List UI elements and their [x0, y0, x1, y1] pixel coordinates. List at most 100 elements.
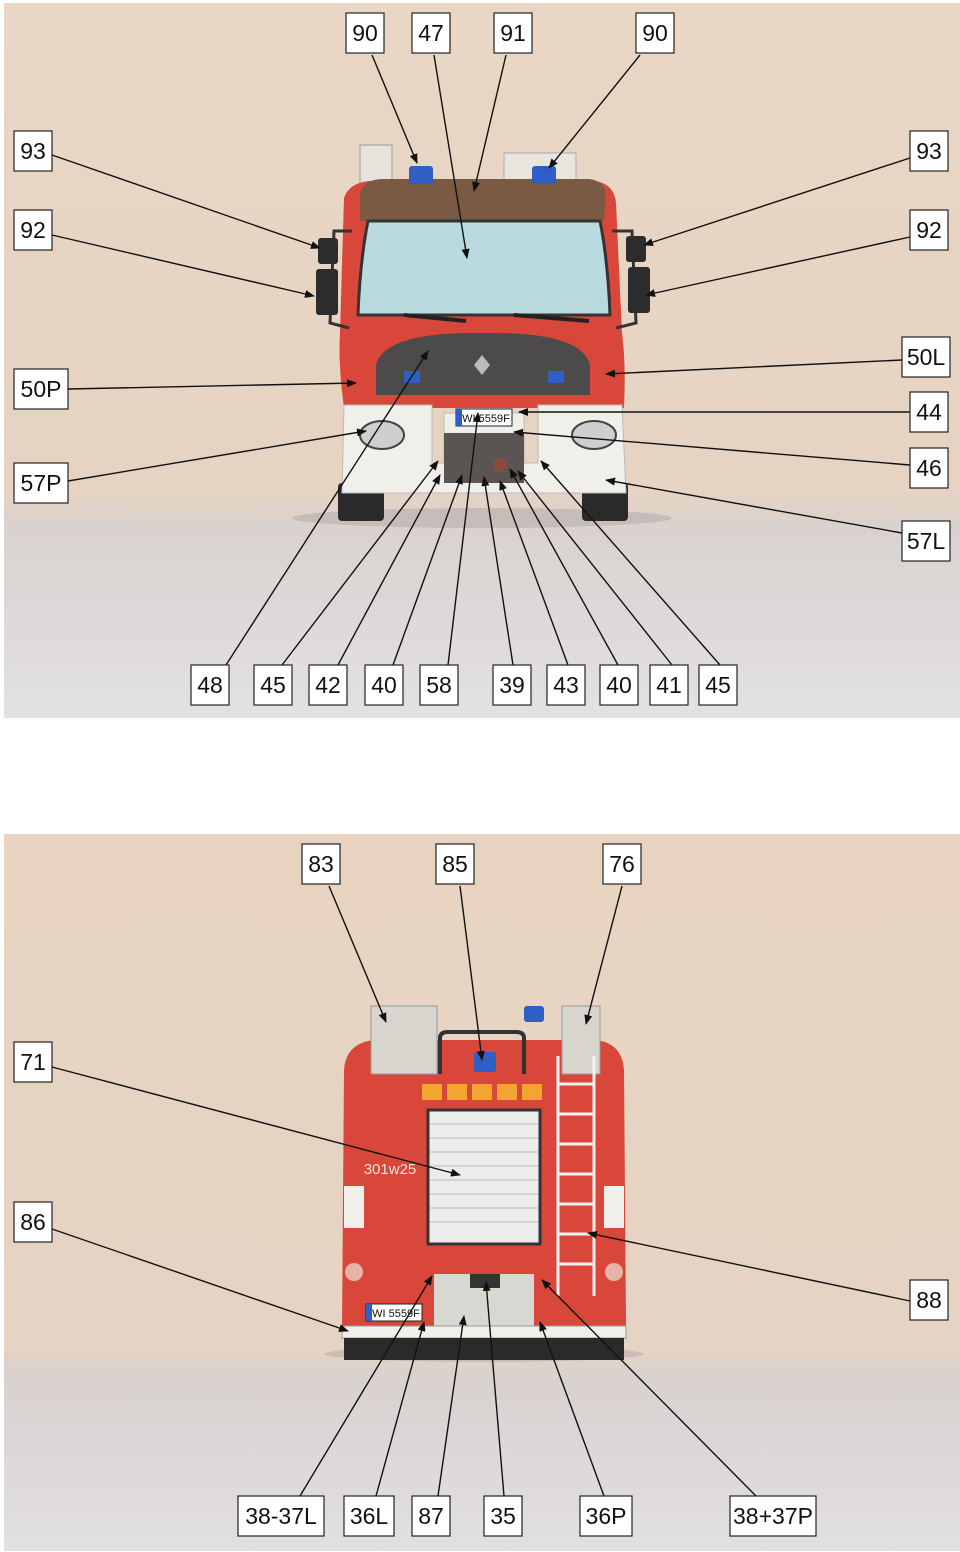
headlight-left — [359, 420, 405, 450]
callout-93-left: 93 — [13, 130, 53, 172]
callout-42: 42 — [308, 664, 348, 706]
rear-ladder — [556, 1056, 596, 1296]
callout-93-right: 93 — [909, 130, 949, 172]
rear-view-illustration: 301w25 WI 5559F — [13, 843, 949, 1537]
beacon-right — [532, 166, 556, 184]
windshield — [356, 219, 612, 317]
callout-57L-label: 57L — [907, 528, 946, 554]
callout-57P-label: 57P — [21, 470, 62, 496]
rear-callout-boxes: 83 85 76 71 86 88 38-37L 36L 87 35 36P 3… — [13, 843, 949, 1537]
left-reflector-panel — [344, 1186, 364, 1228]
callout-90-left-label: 90 — [352, 20, 378, 46]
callout-36L: 36L — [343, 1495, 395, 1537]
rear-plate-text: WI 5559F — [372, 1308, 420, 1320]
callout-38plus37P-label: 38+37P — [733, 1503, 813, 1529]
callout-48-label: 48 — [197, 672, 223, 698]
callout-36P-label: 36P — [586, 1503, 627, 1529]
callout-47-label: 47 — [418, 20, 444, 46]
callout-41: 41 — [649, 664, 689, 706]
wiper-right — [513, 313, 590, 323]
callout-90-right: 90 — [635, 12, 675, 54]
left-tail-light — [345, 1263, 363, 1281]
front-plate-text: WI 5559F — [462, 413, 510, 425]
callout-87-label: 87 — [418, 1503, 444, 1529]
blue-light-right — [548, 371, 564, 383]
callout-58: 58 — [419, 664, 459, 706]
callout-88: 88 — [909, 1279, 949, 1321]
callout-40-right-label: 40 — [606, 672, 632, 698]
callout-87: 87 — [411, 1495, 451, 1537]
callout-46-label: 46 — [916, 455, 942, 481]
callout-43-label: 43 — [553, 672, 579, 698]
callout-44-label: 44 — [916, 399, 942, 425]
rear-callout-arrows — [51, 885, 911, 1497]
rear-bumper — [341, 1325, 627, 1339]
callout-83-label: 83 — [308, 851, 334, 877]
floor-shadow — [292, 508, 672, 528]
rear-beacon — [474, 1052, 496, 1072]
callout-50P: 50P — [13, 368, 69, 410]
tow-coupling — [470, 1274, 500, 1288]
callout-88-label: 88 — [916, 1287, 942, 1313]
callout-90-right-label: 90 — [642, 20, 668, 46]
callout-45-left-label: 45 — [260, 672, 286, 698]
callout-58-label: 58 — [426, 672, 452, 698]
right-tail-light — [605, 1263, 623, 1281]
callout-91: 91 — [493, 12, 533, 54]
callout-71-label: 71 — [20, 1049, 46, 1075]
callout-45-right: 45 — [698, 664, 738, 706]
callout-39-label: 39 — [499, 672, 525, 698]
callout-57P: 57P — [13, 462, 69, 504]
shutter-slats — [430, 1123, 538, 1223]
rear-view-panel: 301w25 WI 5559F — [4, 834, 960, 1551]
callout-47: 47 — [411, 12, 451, 54]
callout-48: 48 — [190, 664, 230, 706]
mirror-lower-right — [628, 267, 650, 313]
callout-39: 39 — [492, 664, 532, 706]
callout-50L: 50L — [901, 336, 951, 378]
callout-92-right-label: 92 — [916, 217, 942, 243]
callout-40-left-label: 40 — [371, 672, 397, 698]
headlight-right — [571, 420, 617, 450]
front-view-panel: WI 5559F — [4, 3, 960, 718]
mirror-lower-left — [316, 269, 338, 315]
callout-57L: 57L — [901, 520, 951, 562]
beacon-left — [409, 166, 433, 184]
callout-38-37L-label: 38-37L — [245, 1503, 317, 1529]
callout-35-label: 35 — [490, 1503, 516, 1529]
callout-90-left: 90 — [345, 12, 385, 54]
callout-86: 86 — [13, 1201, 53, 1243]
callout-35: 35 — [483, 1495, 523, 1537]
callout-92-left: 92 — [13, 209, 53, 251]
right-reflector-panel — [604, 1186, 624, 1228]
callout-83: 83 — [301, 843, 341, 885]
callout-41-label: 41 — [656, 672, 682, 698]
callout-92-left-label: 92 — [20, 217, 46, 243]
callout-86-label: 86 — [20, 1209, 46, 1235]
callout-91-label: 91 — [500, 20, 526, 46]
callout-36L-label: 36L — [350, 1503, 389, 1529]
roof-box-left — [370, 1005, 438, 1075]
mirror-upper-right — [626, 236, 646, 262]
roller-shutter — [426, 1108, 542, 1246]
callout-40-left: 40 — [364, 664, 404, 706]
front-callout-arrows — [51, 54, 911, 666]
callout-76: 76 — [602, 843, 642, 885]
callout-50P-label: 50P — [21, 376, 62, 402]
callout-36P: 36P — [579, 1495, 633, 1537]
callout-45-left: 45 — [253, 664, 293, 706]
sun-visor — [360, 179, 606, 221]
callout-38-37L: 38-37L — [237, 1495, 325, 1537]
callout-46: 46 — [909, 447, 949, 489]
callout-45-right-label: 45 — [705, 672, 731, 698]
winch-housing — [444, 433, 524, 483]
rear-underside — [344, 1338, 624, 1360]
wiper-left — [403, 313, 467, 323]
callout-44: 44 — [909, 391, 949, 433]
front-view-illustration: WI 5559F — [13, 12, 951, 706]
front-callout-boxes: 90 47 91 90 93 92 50P 57P 93 92 50L 44 4… — [13, 12, 951, 706]
rear-beacon-top — [524, 1006, 544, 1022]
roof-rail — [438, 1030, 526, 1074]
brand-logo — [474, 355, 490, 375]
callout-38plus37P: 38+37P — [729, 1495, 817, 1537]
